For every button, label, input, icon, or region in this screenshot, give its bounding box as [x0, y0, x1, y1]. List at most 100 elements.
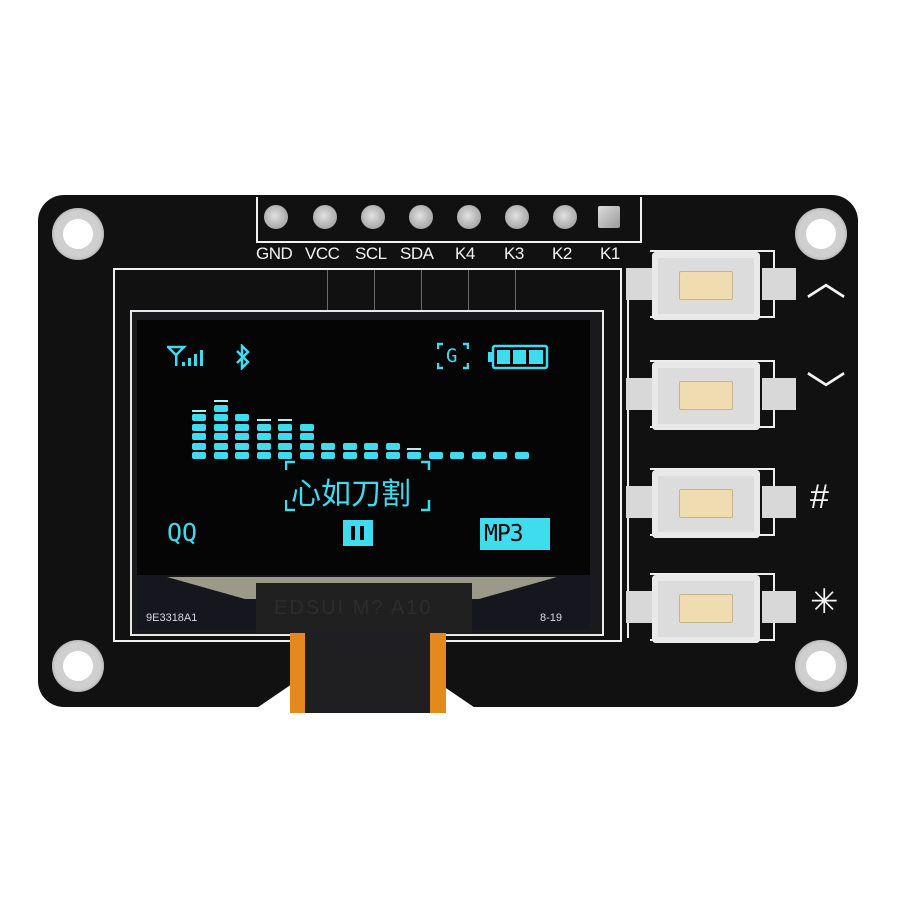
equalizer-block	[213, 414, 228, 421]
equalizer-block	[213, 442, 228, 450]
button-solder-tab	[762, 268, 796, 300]
equalizer-block	[192, 433, 206, 440]
equalizer-block	[385, 442, 400, 450]
equalizer-block	[235, 423, 249, 431]
equalizer-block	[235, 442, 249, 450]
equalizer-peak	[192, 409, 206, 412]
silkscreen-line	[627, 268, 629, 638]
button-solder-tab	[626, 378, 652, 410]
pin-label-k4: K4	[455, 244, 475, 263]
button-down-cap[interactable]	[679, 381, 733, 410]
equalizer-block	[192, 442, 206, 450]
equalizer-block	[256, 442, 271, 450]
equalizer-visualizer	[192, 390, 532, 460]
pin-label-gnd: GND	[256, 244, 293, 263]
driver-chip: EDSUI M? A10	[256, 583, 472, 633]
button-up-symbol: ︿	[806, 260, 846, 304]
g-mode-icon: G	[437, 342, 469, 370]
glass-label-right: 8-19	[540, 612, 563, 624]
equalizer-block	[278, 452, 292, 459]
signal-antenna-icon	[167, 345, 203, 366]
equalizer-block	[450, 452, 464, 459]
button-solder-tab	[762, 378, 796, 410]
pin-k4[interactable]	[457, 205, 481, 229]
button-hash-symbol: #	[810, 478, 829, 516]
equalizer-peak	[278, 419, 292, 421]
equalizer-block	[364, 442, 378, 450]
button-hash-cap[interactable]	[679, 489, 733, 518]
equalizer-block	[213, 423, 228, 431]
glass-label-left: 9E3318A1	[146, 612, 198, 624]
pin-label-sda: SDA	[400, 244, 434, 263]
pin-label-k2: K2	[552, 244, 572, 263]
equalizer-block	[342, 452, 357, 459]
song-title-frame: 心如刀割	[285, 460, 431, 512]
mounting-hole-top-right	[795, 208, 847, 260]
pin-label-k3: K3	[504, 244, 524, 263]
pin-sda[interactable]	[409, 205, 433, 229]
pin-header-outline	[256, 197, 642, 243]
equalizer-block	[192, 452, 206, 459]
equalizer-block	[278, 423, 292, 431]
button-solder-tab	[762, 486, 796, 518]
equalizer-block	[235, 433, 249, 440]
equalizer-block	[364, 452, 378, 459]
trace	[327, 270, 328, 318]
button-star-cap[interactable]	[679, 594, 733, 623]
mounting-hole-bottom-right	[795, 640, 847, 692]
trace	[515, 270, 516, 318]
equalizer-block	[428, 452, 443, 459]
oled-screen: G 心如刀割 QQ MP3	[137, 320, 590, 575]
flex-ribbon-stiffener	[305, 633, 430, 713]
equalizer-block	[321, 442, 335, 450]
equalizer-block	[213, 404, 228, 412]
equalizer-block	[192, 414, 206, 421]
battery-full-icon	[488, 344, 549, 370]
equalizer-block	[342, 442, 357, 450]
pin-k1[interactable]	[598, 206, 620, 228]
pin-k3[interactable]	[505, 205, 529, 229]
equalizer-block	[299, 442, 314, 450]
equalizer-block	[299, 452, 314, 459]
format-badge: MP3	[480, 518, 550, 550]
song-title: 心如刀割	[291, 477, 411, 512]
trace	[421, 270, 422, 318]
pin-vcc[interactable]	[313, 205, 337, 229]
equalizer-block	[321, 452, 335, 459]
equalizer-block	[235, 414, 249, 421]
button-solder-tab	[626, 486, 652, 518]
button-solder-tab	[626, 591, 652, 623]
equalizer-block	[192, 423, 206, 431]
equalizer-block	[407, 452, 421, 459]
pin-gnd[interactable]	[264, 205, 288, 229]
trace	[468, 270, 469, 318]
equalizer-block	[256, 423, 271, 431]
source-label: QQ	[167, 518, 198, 547]
pause-button[interactable]	[343, 520, 373, 546]
equalizer-block	[256, 452, 271, 459]
equalizer-block	[213, 433, 228, 440]
button-star-symbol: ✳	[810, 583, 839, 621]
button-down-symbol: ﹀	[806, 370, 846, 414]
equalizer-block	[299, 433, 314, 440]
pin-label-scl: SCL	[355, 244, 387, 263]
equalizer-block	[299, 423, 314, 431]
pin-k2[interactable]	[553, 205, 577, 229]
button-solder-tab	[626, 268, 652, 300]
equalizer-block	[278, 442, 292, 450]
button-up-cap[interactable]	[679, 271, 733, 300]
mounting-hole-top-left	[52, 208, 104, 260]
equalizer-block	[256, 433, 271, 440]
pin-scl[interactable]	[361, 205, 385, 229]
equalizer-block	[514, 452, 529, 459]
equalizer-block	[278, 433, 292, 440]
equalizer-block	[493, 452, 507, 459]
pause-icon	[351, 526, 355, 540]
pin-label-vcc: VCC	[305, 244, 340, 263]
equalizer-peak	[407, 447, 421, 450]
equalizer-block	[385, 452, 400, 459]
button-solder-tab	[762, 591, 796, 623]
equalizer-block	[471, 452, 486, 459]
bluetooth-icon	[236, 344, 250, 370]
equalizer-peak	[256, 419, 271, 421]
